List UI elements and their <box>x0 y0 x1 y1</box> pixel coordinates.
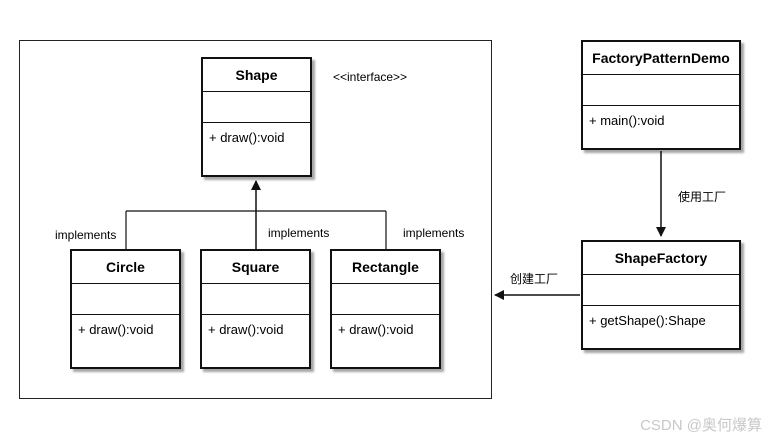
class-factory-attributes <box>583 275 739 306</box>
class-shape: Shape + draw():void <box>201 57 312 177</box>
class-factory-pattern-demo: FactoryPatternDemo + main():void <box>581 40 741 150</box>
implements-label-square: implements <box>268 226 330 240</box>
class-square-name: Square <box>202 251 309 284</box>
class-factory-operation: + getShape():Shape <box>589 313 706 328</box>
implements-label-circle: implements <box>55 228 117 242</box>
class-circle-operation: + draw():void <box>78 322 154 337</box>
watermark: CSDN @奥何爆算 <box>640 417 762 434</box>
class-shape-name: Shape <box>203 59 310 92</box>
class-demo-name: FactoryPatternDemo <box>583 42 739 75</box>
class-square: Square + draw():void <box>200 249 311 369</box>
class-rectangle-name: Rectangle <box>332 251 439 284</box>
class-rectangle-operation: + draw():void <box>338 322 414 337</box>
class-shape-factory: ShapeFactory + getShape():Shape <box>581 240 741 350</box>
class-demo-attributes <box>583 75 739 106</box>
uses-factory-label: 使用工厂 <box>678 190 727 204</box>
creates-factory-label: 创建工厂 <box>510 272 559 286</box>
shape-package-frame <box>19 40 492 399</box>
class-circle-name: Circle <box>72 251 179 284</box>
class-circle: Circle + draw():void <box>70 249 181 369</box>
interface-stereotype: <<interface>> <box>333 70 408 84</box>
class-rectangle: Rectangle + draw():void <box>330 249 441 369</box>
class-shape-attributes <box>203 92 310 123</box>
implements-label-rectangle: implements <box>403 226 465 240</box>
class-demo-operation: + main():void <box>589 113 665 128</box>
class-shape-operation: + draw():void <box>209 130 285 145</box>
class-rectangle-attributes <box>332 284 439 315</box>
class-square-operation: + draw():void <box>208 322 284 337</box>
class-factory-name: ShapeFactory <box>583 242 739 275</box>
class-circle-attributes <box>72 284 179 315</box>
class-square-attributes <box>202 284 309 315</box>
